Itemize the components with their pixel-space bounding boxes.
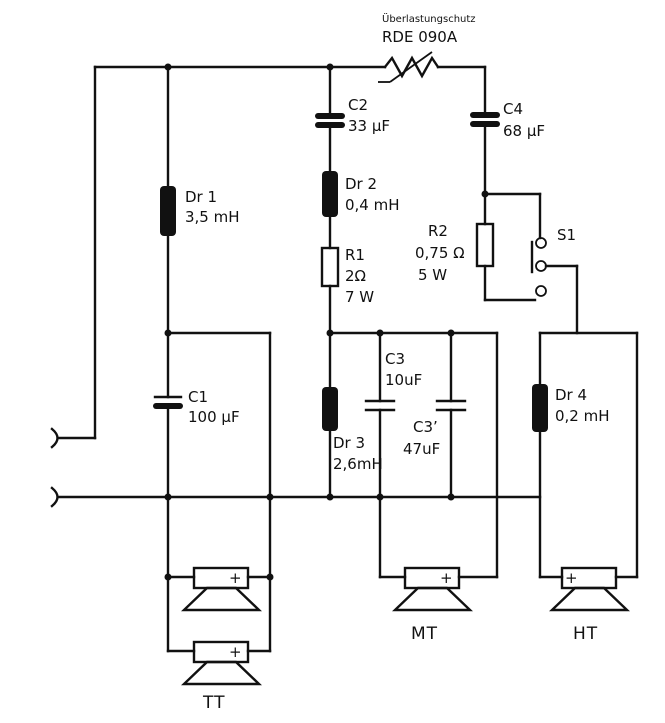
c1-value: 100 µF — [188, 408, 240, 426]
s1-contact-1 — [535, 237, 547, 249]
dr2-inductor — [322, 171, 338, 217]
junction-dots — [164, 63, 489, 581]
r1-resistor — [320, 246, 340, 288]
speaker-ht: + — [538, 566, 639, 612]
ptc-resistor — [378, 51, 440, 83]
tt1-cone — [181, 586, 262, 612]
mt-polarity: + — [440, 569, 453, 587]
r1-name: R1 — [345, 246, 365, 264]
c2-value: 33 µF — [348, 117, 390, 135]
c2-name: C2 — [348, 96, 368, 114]
c1-name: C1 — [188, 388, 208, 406]
dr3-name: Dr 3 — [333, 434, 365, 452]
r2-value: 0,75 Ω — [415, 244, 465, 262]
tt-label: TT — [202, 693, 225, 713]
dr4-inductor — [532, 384, 548, 432]
tt2-polarity: + — [229, 643, 242, 661]
dr4-value: 0,2 mH — [555, 407, 610, 425]
tt2-cone — [181, 660, 262, 686]
dr2-name: Dr 2 — [345, 175, 377, 193]
r1-power: 7 W — [345, 288, 374, 306]
c2-plate-top — [315, 113, 345, 119]
ptc-part: RDE 090A — [382, 28, 458, 46]
dr4-name: Dr 4 — [555, 386, 587, 404]
c3p-name: C3’ — [413, 418, 438, 436]
dr1-name: Dr 1 — [185, 188, 217, 206]
dr3-value: 2,6mH — [333, 455, 383, 473]
r2-resistor — [475, 222, 495, 268]
r1-value: 2Ω — [345, 267, 366, 285]
dr3-inductor — [322, 387, 338, 431]
c4-value: 68 µF — [503, 122, 545, 140]
c3-value: 10uF — [385, 371, 422, 389]
speaker-mt: + — [378, 566, 499, 612]
r2-power: 5 W — [418, 266, 447, 284]
tt1-polarity: + — [229, 569, 242, 587]
mt-label: MT — [411, 624, 438, 644]
dr1-inductor — [160, 186, 176, 236]
c3p-value: 47uF — [403, 440, 440, 458]
mt-cone — [392, 586, 473, 612]
mid-branch — [315, 65, 499, 579]
treble-branch — [470, 65, 639, 579]
c2-plate-bottom — [315, 122, 345, 128]
input-terminals — [50, 65, 542, 508]
dr2-value: 0,4 mH — [345, 196, 400, 214]
ht-label: HT — [573, 624, 598, 644]
s1-contact-2 — [535, 260, 547, 272]
ptc-title: Überlastungschutz — [382, 12, 476, 25]
r2-name: R2 — [428, 222, 448, 240]
woofer-tt-2: + — [166, 575, 272, 686]
c4-plate-top — [470, 112, 500, 118]
bass-branch — [153, 65, 272, 579]
s1-name: S1 — [557, 226, 576, 244]
c1-plate-bottom — [153, 403, 183, 409]
c4-name: C4 — [503, 100, 523, 118]
woofer-tt-1: + — [166, 566, 272, 612]
ht-polarity: + — [565, 569, 578, 587]
c4-plate-bottom — [470, 121, 500, 127]
dr1-value: 3,5 mH — [185, 208, 240, 226]
c3-name: C3 — [385, 350, 405, 368]
ht-cone — [549, 586, 630, 612]
s1-contact-3 — [535, 285, 547, 297]
